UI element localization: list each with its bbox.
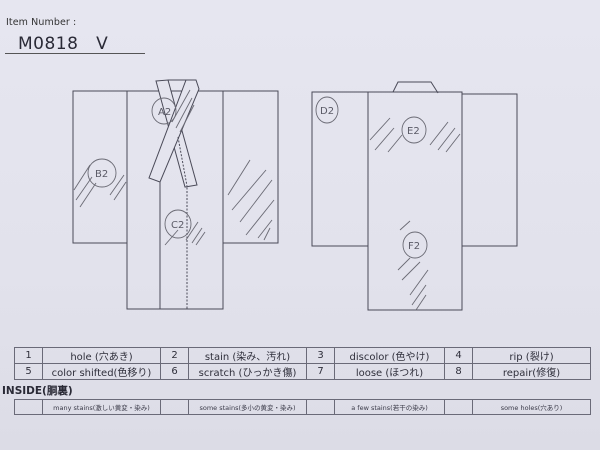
legend-label: rip (裂け)	[472, 347, 591, 364]
mark-b2-circle	[87, 158, 117, 188]
legend-num: 6	[160, 363, 189, 380]
mark-b2-label: B2	[95, 169, 108, 180]
mark-d2-label: D2	[320, 106, 334, 117]
legend-num: 2	[160, 347, 189, 364]
inside-label: a few stains(若干の染み)	[334, 399, 445, 415]
legend-row: 5 color shifted(色移り) 6 scratch (ひっかき傷) 7…	[14, 363, 591, 380]
mark-d2-circle	[315, 96, 339, 124]
mark-e2-circle	[401, 116, 427, 144]
legend-label: hole (穴あき)	[42, 347, 161, 364]
mark-e2-label: E2	[407, 126, 420, 137]
inside-checkbox-some-holes[interactable]	[444, 399, 473, 415]
front-right-sleeve	[222, 90, 279, 244]
front-kimono-diagram	[72, 79, 279, 310]
mark-f2-circle	[402, 231, 428, 259]
back-right-sleeve	[461, 93, 518, 247]
inside-label: many stains(激しい黄変・染み)	[42, 399, 161, 415]
inside-checkbox-many-stains[interactable]	[14, 399, 43, 415]
inside-label: some stains(多小の黄変・染み)	[188, 399, 307, 415]
mark-c2-circle	[164, 209, 192, 239]
mark-f2-label: F2	[408, 241, 420, 252]
legend-num: 4	[444, 347, 473, 364]
inside-section-title: INSIDE(胴裏)	[2, 385, 73, 397]
item-number-underline	[5, 53, 145, 54]
back-kimono-diagram	[311, 81, 518, 311]
legend-label: color shifted(色移り)	[42, 363, 161, 380]
inside-row: many stains(激しい黄変・染み) some stains(多小の黄変・…	[14, 399, 591, 415]
inside-label: some holes(穴あり)	[472, 399, 591, 415]
legend-num: 3	[306, 347, 335, 364]
legend-label: stain (染み、汚れ)	[188, 347, 307, 364]
mark-c2-label: C2	[171, 220, 184, 231]
item-number-label: Item Number :	[6, 17, 77, 28]
legend-num: 5	[14, 363, 43, 380]
legend-num: 7	[306, 363, 335, 380]
front-left-sleeve	[72, 90, 128, 244]
legend-label: repair(修復)	[472, 363, 591, 380]
front-collar-right	[148, 79, 200, 183]
item-number-value: M0818 V	[18, 34, 109, 54]
legend-label: loose (ほつれ)	[334, 363, 445, 380]
inside-checkbox-some-stains[interactable]	[160, 399, 189, 415]
back-collar-tab	[392, 81, 439, 94]
legend-num: 1	[14, 347, 43, 364]
legend-label: scratch (ひっかき傷)	[188, 363, 307, 380]
mark-a2-label: A2	[158, 107, 171, 118]
pencil-annotations	[73, 89, 461, 311]
inside-checkbox-few-stains[interactable]	[306, 399, 335, 415]
inside-condition-table: many stains(激しい黄変・染み) some stains(多小の黄変・…	[14, 399, 591, 415]
front-body	[126, 90, 224, 310]
legend-num: 8	[444, 363, 473, 380]
mark-a2-circle	[151, 97, 177, 125]
mark-labels: A2 B2 C2 D2 E2 F2	[95, 106, 420, 252]
damage-legend-table: 1 hole (穴あき) 2 stain (染み、汚れ) 3 discolor …	[14, 347, 591, 380]
back-body	[367, 91, 463, 311]
legend-row: 1 hole (穴あき) 2 stain (染み、汚れ) 3 discolor …	[14, 347, 591, 364]
legend-label: discolor (色やけ)	[334, 347, 445, 364]
